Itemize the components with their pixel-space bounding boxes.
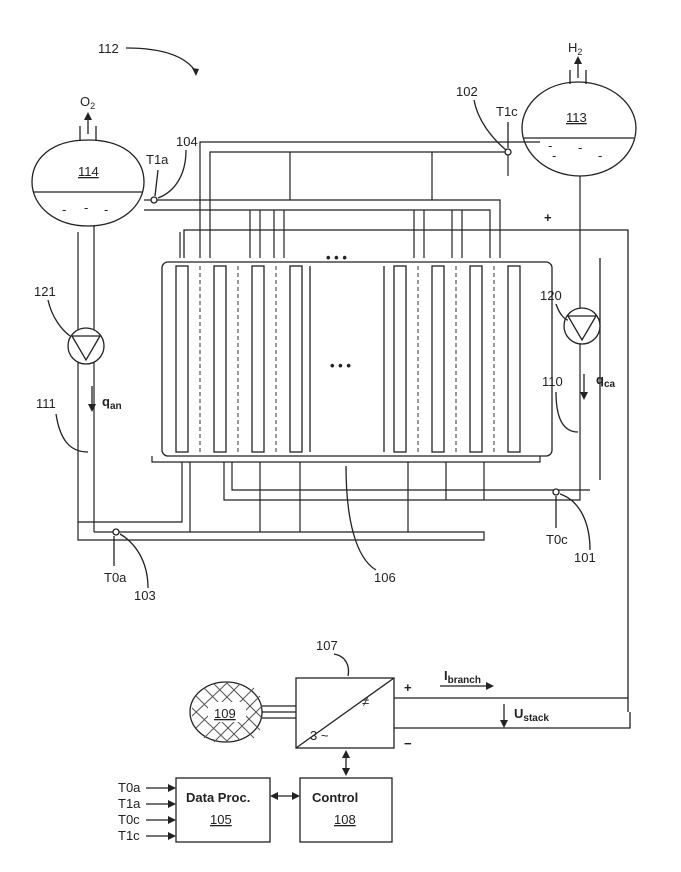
input-t0a: T0a: [118, 780, 141, 795]
ref-103-label: 103: [134, 588, 156, 603]
control-ref: 108: [334, 812, 356, 827]
data-proc-ref: 105: [210, 812, 232, 827]
i-branch-label: Ibranch: [444, 668, 481, 686]
anode-separator-ref: 114: [78, 164, 99, 179]
system-ref-arrowhead: [192, 68, 199, 76]
control-converter-arrow-down: [342, 768, 350, 776]
input-t1c: T1c: [118, 828, 140, 843]
data-proc-block: [176, 778, 270, 842]
converter-ref-leader: [334, 654, 348, 676]
i-branch-arrowhead: [486, 682, 494, 690]
cathode-separator-ref: 113: [566, 110, 587, 125]
cathode-line-leader: [556, 392, 578, 432]
dc-negative-wire: [394, 712, 630, 728]
sensor-t1a-point: [151, 197, 157, 203]
anode-flow-label: qan: [102, 394, 122, 412]
cathode-flow-label: qca: [596, 372, 616, 390]
h2-outlet-arrowhead: [574, 56, 582, 64]
anode-flow-arrowhead: [88, 404, 96, 412]
anode-pump-ref: 121: [34, 284, 56, 299]
sensor-t1a-leader: [155, 170, 158, 196]
stack-ellipsis-top: • • •: [326, 250, 347, 265]
sensor-t0c-point: [553, 489, 559, 495]
proc-control-arrow-left: [270, 792, 278, 800]
system-ref-label: 112: [98, 41, 119, 56]
cathode-line-ref: 110: [542, 374, 563, 389]
ref-104-label: 104: [176, 134, 198, 149]
h2-outlet-label: H2: [568, 40, 582, 57]
ref-102-label: 102: [456, 84, 478, 99]
proc-control-arrow-right: [292, 792, 300, 800]
u-stack-arrowhead: [500, 720, 508, 728]
control-title: Control: [312, 790, 358, 805]
anode-line-leader: [56, 414, 88, 452]
electrolysis-cell-stack: [162, 262, 552, 456]
grid-ref-109: 109: [214, 706, 236, 721]
stack-plus-label: +: [544, 210, 552, 225]
sensor-t0a-point: [113, 529, 119, 535]
anode-minus-mark-3: -: [104, 202, 108, 217]
converter-ref-107: 107: [316, 638, 338, 653]
anode-pump: [68, 328, 104, 364]
ref-101-label: 101: [574, 550, 596, 565]
sensor-t0c-label: T0c: [546, 532, 568, 547]
u-stack-label: Ustack: [514, 706, 549, 724]
cathode-minus-mark-3: -: [598, 148, 602, 163]
cathode-minus-mark-4: -: [552, 148, 556, 163]
converter-minus-label: −: [404, 736, 412, 751]
converter-ne-symbol: ≠: [362, 694, 369, 709]
input-t0c: T0c: [118, 812, 140, 827]
sensor-t1a-label: T1a: [146, 152, 169, 167]
data-proc-title: Data Proc.: [186, 790, 250, 805]
sensor-t0a-label: T0a: [104, 570, 127, 585]
cathode-pump: [564, 308, 600, 344]
input-t1a: T1a: [118, 796, 141, 811]
top-manifolds: [144, 142, 540, 258]
converter-plus-label: +: [404, 680, 412, 695]
cathode-minus-mark-2: -: [578, 140, 582, 155]
sensor-inputs: T0a T1a T0c T1c: [118, 780, 176, 843]
o2-outlet-arrowhead: [84, 112, 92, 120]
anode-minus-mark-2: -: [84, 200, 88, 215]
anode-minus-mark-1: -: [62, 202, 66, 217]
converter-three-phase: 3 ~: [310, 728, 329, 743]
control-block: [300, 778, 392, 842]
cathode-pump-ref: 120: [540, 288, 562, 303]
o2-outlet-label: O2: [80, 94, 95, 111]
stack-ref-106: 106: [374, 570, 396, 585]
sensor-t1c-label: T1c: [496, 104, 518, 119]
control-converter-arrow-up: [342, 750, 350, 758]
anode-line-ref: 111: [36, 396, 56, 411]
stack-ref-106-leader: [346, 466, 376, 570]
stack-ellipsis-mid: • • •: [330, 358, 351, 373]
anode-pump-leader: [48, 300, 70, 336]
cathode-flow-arrowhead: [580, 392, 588, 400]
grid-connection-wire: [262, 706, 296, 718]
system-ref-arrow: [126, 48, 196, 72]
